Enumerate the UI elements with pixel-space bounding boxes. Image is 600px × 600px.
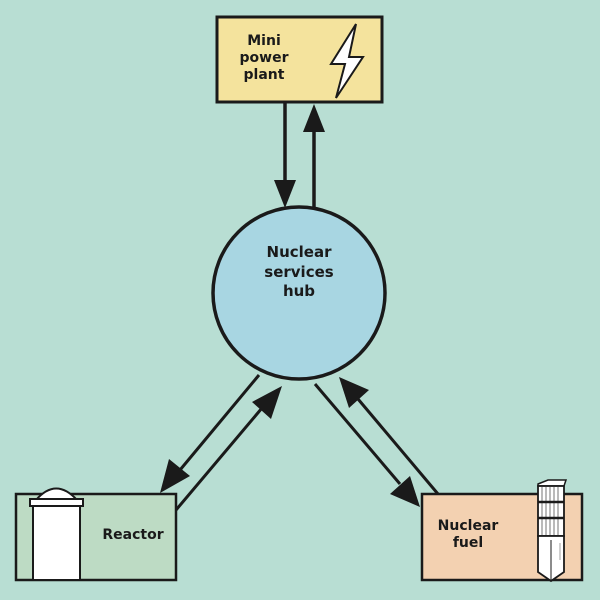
edge-hub-to-power-plant xyxy=(303,104,325,212)
fuel-label: Nuclear fuel xyxy=(437,518,499,552)
arrowhead xyxy=(274,180,296,208)
edge-hub-to-fuel xyxy=(313,383,420,507)
hub-label: Nuclear services hub xyxy=(264,243,334,300)
lightning-bolt-icon xyxy=(329,23,365,99)
arrowhead xyxy=(339,377,369,408)
edge-power-plant-to-hub xyxy=(274,102,296,208)
node-power-plant xyxy=(215,15,384,104)
fuel-rod-icon xyxy=(537,479,568,583)
edge-fuel-to-hub xyxy=(339,377,440,495)
reactor-label: Reactor xyxy=(102,527,164,543)
node-fuel xyxy=(420,479,584,583)
hub-circle xyxy=(211,205,387,381)
arrowhead xyxy=(303,104,325,132)
node-reactor xyxy=(14,487,178,582)
edge-hub-to-reactor xyxy=(160,374,261,493)
power-plant-label: Mini power plant xyxy=(239,33,289,84)
edge-reactor-to-hub xyxy=(174,386,282,511)
arrowhead xyxy=(160,459,190,493)
reactor-building-icon xyxy=(29,487,84,581)
arrowhead xyxy=(252,386,282,419)
arrowhead xyxy=(390,476,420,507)
